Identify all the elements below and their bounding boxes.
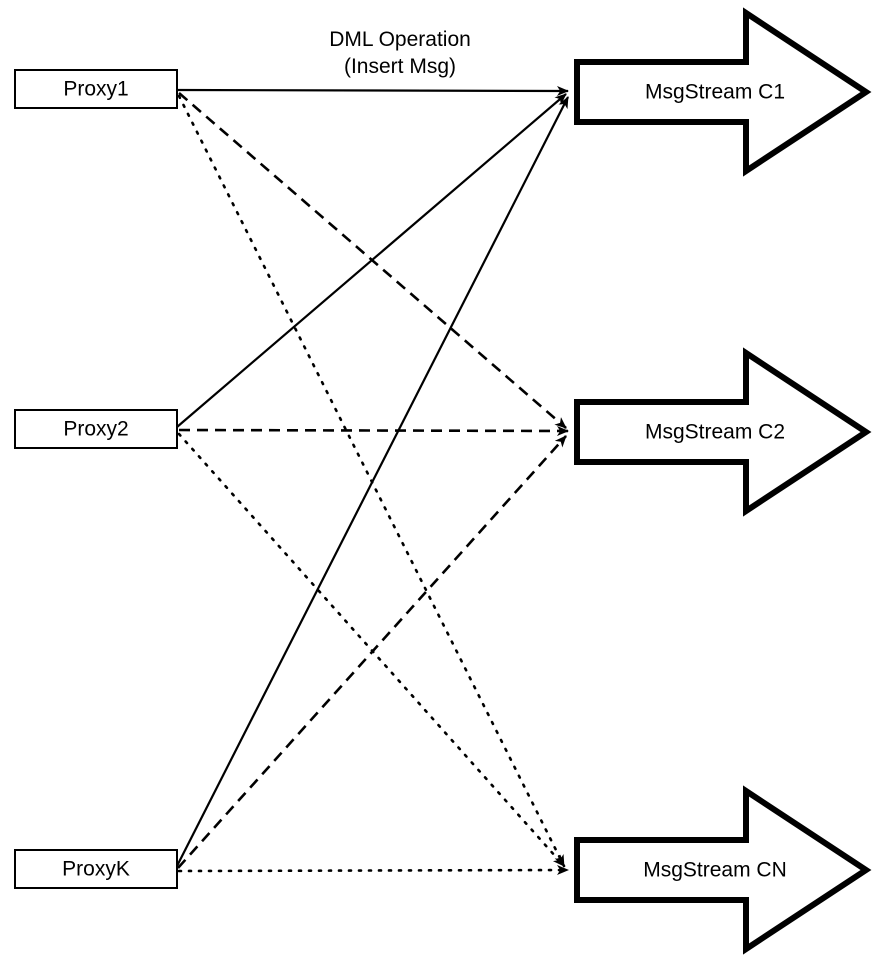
edge-caption-line-2: (Insert Msg)	[344, 55, 456, 78]
proxy-box-proxy2	[14, 409, 178, 449]
stream-arrow-shape-c1	[574, 7, 872, 177]
proxy-nodes-layer: Proxy1 Proxy2 ProxyK	[14, 69, 178, 889]
edge-proxy2-to-msgstream-c1[interactable]	[176, 93, 567, 428]
stream-label-c1: MsgStream C1	[645, 81, 785, 104]
edge-layer	[176, 85, 570, 876]
stream-nodes-layer: MsgStream C1 MsgStream C2 MsgStream CN	[574, 7, 872, 955]
stream-label-cn: MsgStream CN	[643, 859, 787, 882]
edge-proxy1-to-msgstream-c1[interactable]	[176, 85, 569, 96]
edge-proxy2-to-msgstream-cn[interactable]	[177, 432, 566, 868]
edge-line-proxyk-cn	[177, 865, 570, 876]
proxy-box-proxy1	[14, 69, 178, 109]
edge-caption-dml-operation: DML Operation (Insert Msg)	[329, 28, 471, 78]
proxy-box-proxyk	[14, 849, 178, 889]
edge-line-proxy1-cn	[177, 94, 566, 868]
edge-line-proxyk-c1	[176, 96, 569, 867]
edge-line-proxy2-cn	[177, 432, 566, 868]
stream-node-cn[interactable]: MsgStream CN	[574, 785, 872, 955]
stream-arrow-shape-cn	[574, 785, 872, 955]
edge-line-proxy2-c2	[178, 425, 569, 436]
stream-node-c2[interactable]: MsgStream C2	[574, 347, 872, 517]
proxy-label-proxy1: Proxy1	[63, 78, 128, 101]
stream-label-c2: MsgStream C2	[645, 421, 785, 444]
stream-arrow-shape-c2	[574, 347, 872, 517]
proxy-node-proxy2[interactable]: Proxy2	[14, 409, 178, 449]
edge-proxyk-to-msgstream-c2[interactable]	[177, 435, 567, 869]
stream-node-c1[interactable]: MsgStream C1	[574, 7, 872, 177]
edge-proxy2-to-msgstream-c2[interactable]	[178, 425, 569, 436]
edge-proxy1-to-msgstream-cn[interactable]	[177, 94, 566, 868]
edge-line-proxy1-c1	[176, 85, 569, 96]
edge-line-proxy2-c1	[176, 93, 567, 428]
proxy-node-proxy1[interactable]: Proxy1	[14, 69, 178, 109]
edge-proxyk-to-msgstream-c1[interactable]	[176, 96, 569, 867]
edge-caption-line-1: DML Operation	[329, 28, 471, 51]
proxy-label-proxy2: Proxy2	[63, 418, 128, 441]
edge-proxyk-to-msgstream-cn[interactable]	[177, 865, 570, 876]
proxy-node-proxyk[interactable]: ProxyK	[14, 849, 178, 889]
edge-line-proxyk-c2	[177, 435, 567, 869]
proxy-label-proxyk: ProxyK	[62, 858, 130, 881]
